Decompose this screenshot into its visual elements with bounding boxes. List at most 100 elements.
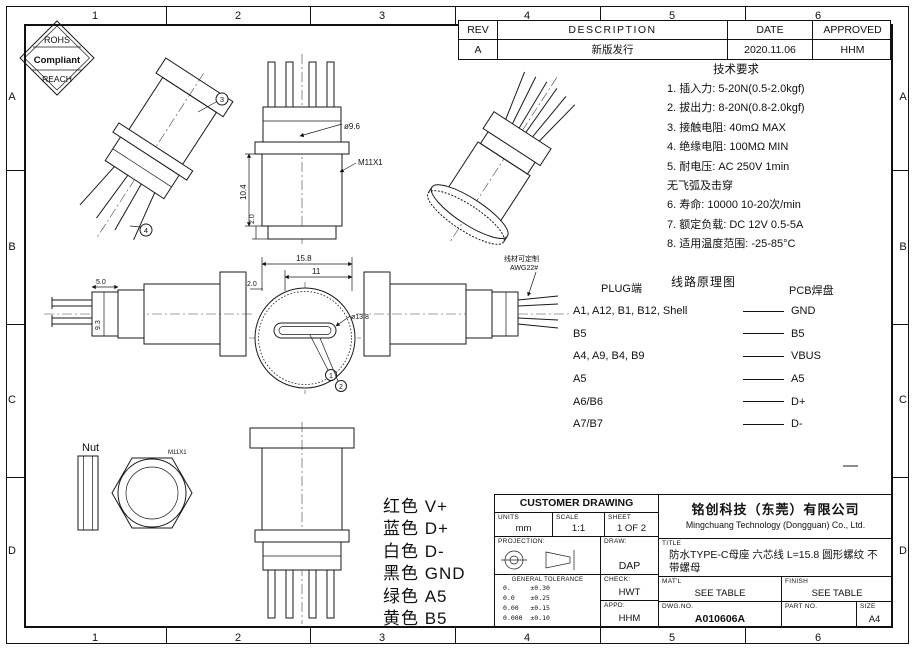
zone-label: D <box>8 545 16 557</box>
legend-line: 白色 D- <box>383 541 445 561</box>
approved-value: HHM <box>840 43 865 56</box>
tech-requirement-line: 6. 寿命: 10000 10-20次/min <box>667 199 801 212</box>
wiring-row: A1, A12, B1, B12, Shell GND <box>573 300 835 323</box>
title-label: TITLE <box>662 540 682 547</box>
tolerance-cell: GENERAL TOLERANCE 0. ±0.30 0.0 ±0.25 0.0… <box>495 575 601 627</box>
pcb-pad: A5 <box>791 373 805 386</box>
wiring-row: B5 B5 <box>573 323 835 346</box>
company-name-en: Mingchuang Technology (Dongguan) Co., Lt… <box>685 520 866 530</box>
pcb-side-header: PCB焊盘 <box>789 285 834 297</box>
appd-cell: APPD: HHM <box>601 601 659 627</box>
tolerance-line: 0.0 ±0.25 <box>503 594 550 602</box>
draw-value: DAP <box>618 560 641 572</box>
zone-label: 3 <box>378 10 386 22</box>
part-no-label: PART NO. <box>785 603 818 610</box>
description-col-header: DESCRIPTION <box>498 21 728 40</box>
zone-tick <box>166 7 167 24</box>
appd-value: HHM <box>618 613 641 624</box>
technical-requirements: 技术要求 1. 插入力: 5-20N(0.5-2.0kgf) 2. 拔出力: 8… <box>667 60 902 255</box>
zone-tick <box>745 7 746 24</box>
check-label: CHECK: <box>604 576 631 583</box>
plug-pins: A4, A9, B4, B9 <box>573 350 645 363</box>
check-cell: CHECK: HWT <box>601 575 659 601</box>
wire-line <box>743 378 784 380</box>
zone-label: 2 <box>234 632 242 644</box>
projection-label: PROJECTION: <box>498 538 545 545</box>
legend-line: 黄色 B5 <box>383 608 448 628</box>
size-value: A4 <box>868 614 881 625</box>
tech-requirements-title: 技术要求 <box>713 64 759 76</box>
customer-drawing-label: CUSTOMER DRAWING <box>519 497 634 509</box>
zone-tick <box>891 324 908 325</box>
wire-line <box>743 310 784 312</box>
pcb-pad: GND <box>791 305 816 318</box>
plug-pins: A7/B7 <box>573 418 603 431</box>
material-value: SEE TABLE <box>694 588 746 599</box>
draw-label: DRAW: <box>604 538 627 545</box>
zone-tick <box>600 7 601 24</box>
zone-tick <box>7 170 24 171</box>
zone-label: 1 <box>91 10 99 22</box>
rev-col-header: REV <box>459 21 498 40</box>
zone-tick <box>455 626 456 643</box>
zone-tick <box>891 477 908 478</box>
tech-requirement-line: 7. 额定负载: DC 12V 0.5-5A <box>667 218 804 231</box>
revision-table: REV DESCRIPTION DATE APPROVED A 新版发行 202… <box>458 20 892 60</box>
zone-tick <box>7 477 24 478</box>
zone-label: C <box>899 394 907 406</box>
zone-label: 5 <box>668 10 676 22</box>
zone-label: 2 <box>234 10 242 22</box>
units-cell: UNITS mm <box>495 513 553 537</box>
zone-label: A <box>899 91 907 103</box>
zone-label: 5 <box>668 632 676 644</box>
plug-side-header: PLUG端 <box>601 283 642 295</box>
material-label: MAT'L <box>662 578 682 585</box>
finish-value: SEE TABLE <box>811 588 863 599</box>
general-tolerance-title: GENERAL TOLERANCE <box>511 577 584 583</box>
material-cell: MAT'L SEE TABLE <box>659 577 782 602</box>
first-angle-projection-icon <box>501 550 575 570</box>
zone-label: B <box>8 241 16 253</box>
part-no-cell: PART NO. <box>782 602 857 627</box>
finish-cell: FINISH SEE TABLE <box>782 577 892 602</box>
title-cell: TITLE 防水TYPE-C母座 六芯线 L=15.8 圆形螺纹 不带螺母 <box>659 539 892 577</box>
units-value: mm <box>515 523 532 534</box>
legend-line: 黑色 GND <box>383 564 466 584</box>
zone-tick <box>166 626 167 643</box>
appd-label: APPD: <box>604 602 626 609</box>
pcb-pad: D- <box>791 418 803 431</box>
approved-col-header: APPROVED <box>813 21 892 40</box>
finish-label: FINISH <box>785 578 809 585</box>
date-value: 2020.11.06 <box>728 40 813 59</box>
legend-line: 蓝色 D+ <box>383 519 449 539</box>
tech-requirement-line: 4. 绝缘电阻: 100MΩ MIN <box>667 141 789 154</box>
company-cell: 铭创科技（东莞）有限公司 Mingchuang Technology (Dong… <box>659 495 892 539</box>
tolerance-line: 0.00 ±0.15 <box>503 604 550 612</box>
zone-label: B <box>899 241 907 253</box>
wiring-row: A6/B6 D+ <box>573 390 835 413</box>
pcb-pad: B5 <box>791 327 805 340</box>
projection-cell: PROJECTION: <box>495 537 601 575</box>
dwg-no-value: A010606A <box>694 613 746 625</box>
date-col-header: DATE <box>728 21 813 40</box>
wiring-diagram: PLUG端 线路原理图 PCB焊盘 A1, A12, B1, B12, Shel… <box>573 270 835 436</box>
size-label: SIZE <box>860 603 876 610</box>
zone-tick <box>891 170 908 171</box>
wire-line <box>743 401 784 403</box>
check-value: HWT <box>618 587 641 598</box>
zone-label: A <box>8 91 16 103</box>
zone-label: D <box>899 545 907 557</box>
dwg-no-cell: DWG.NO. A010606A <box>659 602 782 627</box>
dwg-no-label: DWG.NO. <box>662 603 694 610</box>
tech-requirement-line: 8. 适用温度范围: -25-85°C <box>667 238 796 251</box>
zone-label: 1 <box>91 632 99 644</box>
tech-requirement-line: 无飞弧及击穿 <box>667 180 733 193</box>
scale-cell: SCALE 1:1 <box>553 513 605 537</box>
plug-pins: A1, A12, B1, B12, Shell <box>573 305 688 318</box>
pcb-pad: VBUS <box>791 350 821 363</box>
zone-label: 4 <box>523 10 531 22</box>
tolerance-line: 0. ±0.30 <box>503 584 550 592</box>
plug-pins: A5 <box>573 373 587 386</box>
rev-value: A <box>459 40 498 59</box>
